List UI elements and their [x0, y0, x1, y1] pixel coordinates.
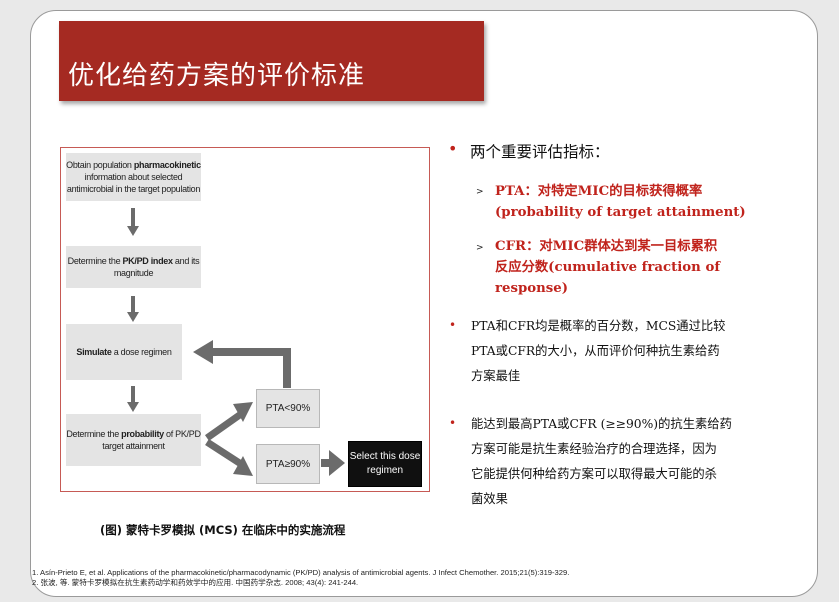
reference-2: 2. 张波, 等. 蒙特卡罗模拟在抗生素药动学和药效学中的应用. 中国药学杂志.…: [32, 578, 359, 587]
chevron-right-icon: >: [476, 187, 484, 197]
cfr-definition: CFR：对MIC群体达到某一目标累积 反应分数(cumulative fract…: [495, 239, 721, 296]
title-banner: 优化给药方案的评价标准: [59, 21, 484, 101]
pta-above-90-box: PTA≥90%: [256, 444, 320, 484]
pta-below-90-box: PTA<90%: [256, 389, 320, 428]
slide-title: 优化给药方案的评价标准: [68, 61, 366, 91]
figure-caption: (图) 蒙特卡罗模拟 (MCS) 在临床中的实施流程: [100, 523, 346, 537]
reference-1: 1. Asín-Prieto E, et al. Applications of…: [32, 568, 570, 577]
chevron-right-icon: >: [476, 243, 484, 253]
select-dose-box: Select this dose regimen: [348, 441, 422, 487]
references: 1. Asín-Prieto E, et al. Applications of…: [32, 568, 569, 588]
bullet-icon: •: [449, 416, 457, 430]
paragraph-pta-cfr: PTA和CFR均是概率的百分数，MCS通过比较 PTA或CFR的大小，从而评价何…: [471, 319, 726, 383]
flow-step-pkpd-index: Determine the PK/PD index and its magnit…: [66, 246, 201, 288]
bullet-icon: •: [449, 318, 457, 332]
flow-step-probability: Determine the probability of PK/PD targe…: [66, 414, 201, 466]
pta-definition: PTA：对特定MIC的目标获得概率 (probability of target…: [495, 184, 746, 220]
flow-arrows: [127, 208, 345, 476]
bullet-icon: •: [448, 139, 458, 158]
paragraph-highest-pta: 能达到最高PTA或CFR (≥≥90%)的抗生素给药 方案可能是抗生素经验治疗的…: [471, 417, 732, 506]
flow-step-simulate: Simulate a dose regimen: [66, 324, 182, 380]
